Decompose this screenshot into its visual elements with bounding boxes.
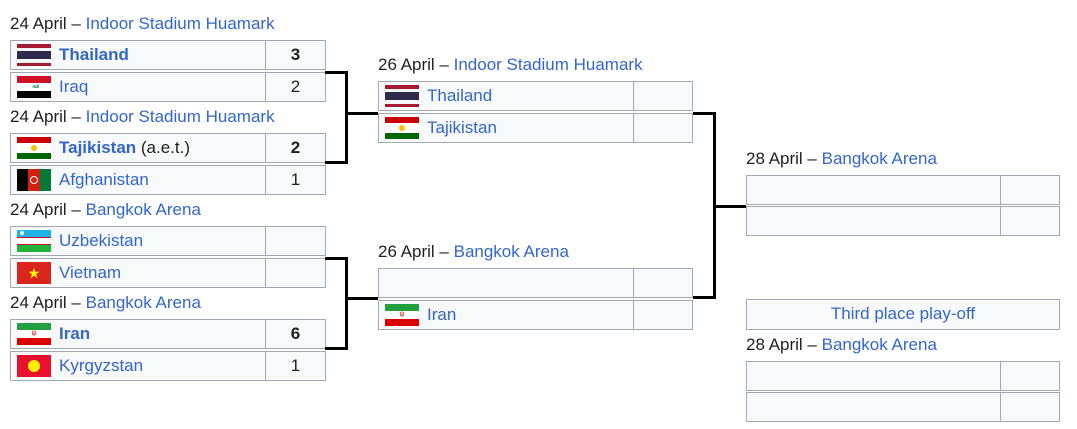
team-name — [746, 361, 1001, 391]
match-header: 24 April – Indoor Stadium Huamark — [10, 14, 275, 33]
venue-link[interactable]: Indoor Stadium Huamark — [85, 14, 275, 33]
bracket-connector — [345, 257, 348, 350]
team-name — [746, 206, 1001, 236]
team-name[interactable]: Tajikistan — [427, 118, 497, 137]
bracket-connector — [325, 161, 347, 164]
bracket-connector — [325, 257, 347, 260]
team-name[interactable]: Afghanistan — [59, 170, 149, 189]
team-note: (a.e.t.) — [140, 138, 191, 157]
team-row: ψ Iran — [378, 300, 693, 330]
team-score: 2 — [266, 72, 326, 102]
venue-link[interactable]: Bangkok Arena — [85, 200, 201, 219]
third-place-title: Third place play-off — [746, 299, 1060, 330]
kyrgyzstan-flag-icon — [17, 355, 51, 377]
vietnam-flag-icon: ★ — [17, 262, 51, 284]
venue-link[interactable]: Bangkok Arena — [821, 335, 937, 354]
team-row: ★ Vietnam — [10, 258, 326, 288]
venue-link[interactable]: Bangkok Arena — [821, 149, 937, 168]
team-score — [266, 226, 326, 256]
match-header: 24 April – Indoor Stadium Huamark — [10, 107, 275, 126]
team-row: Afghanistan 1 — [10, 165, 326, 195]
match-date: 24 April — [10, 107, 67, 126]
team-score — [1001, 206, 1060, 236]
bracket-connector — [345, 112, 378, 115]
bracket-connector — [693, 296, 715, 299]
match-header: 28 April – Bangkok Arena — [746, 149, 937, 168]
team-score — [634, 113, 693, 143]
team-score: 3 — [266, 40, 326, 70]
match-header: 24 April – Bangkok Arena — [10, 293, 201, 312]
match-date: 24 April — [10, 200, 67, 219]
thailand-flag-icon — [385, 85, 419, 107]
team-row — [378, 268, 693, 298]
team-name — [746, 392, 1001, 422]
team-name[interactable]: Vietnam — [59, 263, 122, 282]
match-date: 28 April — [746, 149, 803, 168]
team-name[interactable]: Kyrgyzstan — [59, 356, 144, 375]
team-name[interactable]: Thailand — [59, 45, 129, 64]
team-row — [746, 206, 1060, 236]
team-score: 1 — [266, 351, 326, 381]
match-header: 24 April – Bangkok Arena — [10, 200, 201, 219]
team-row — [746, 392, 1060, 422]
team-score — [1001, 175, 1060, 205]
third-place-link[interactable]: Third place play-off — [830, 304, 976, 323]
match-date: 24 April — [10, 293, 67, 312]
bracket-connector — [693, 112, 715, 115]
bracket-connector — [345, 297, 378, 300]
venue-link[interactable]: Indoor Stadium Huamark — [453, 55, 643, 74]
bracket-connector — [345, 71, 348, 164]
team-row: Kyrgyzstan 1 — [10, 351, 326, 381]
team-row: Thailand — [378, 81, 693, 111]
match-date: 24 April — [10, 14, 67, 33]
venue-link[interactable]: Bangkok Arena — [85, 293, 201, 312]
team-name[interactable]: Iraq — [59, 77, 89, 96]
team-row: Uzbekistan — [10, 226, 326, 256]
match-date: 26 April — [378, 242, 435, 261]
match-header: 28 April – Bangkok Arena — [746, 335, 937, 354]
team-row — [746, 361, 1060, 391]
uzbekistan-flag-icon — [17, 230, 51, 252]
iraq-flag-icon: ﷲ — [17, 76, 51, 98]
venue-link[interactable]: Indoor Stadium Huamark — [85, 107, 275, 126]
tajikistan-flag-icon — [17, 137, 51, 159]
tajikistan-flag-icon — [385, 117, 419, 139]
team-row — [746, 175, 1060, 205]
team-row: Tajikistan (a.e.t.) 2 — [10, 133, 326, 163]
team-score — [634, 268, 693, 298]
team-name[interactable]: Iran — [427, 305, 457, 324]
iran-flag-icon: ψ — [17, 323, 51, 345]
team-score: 2 — [266, 133, 326, 163]
team-row: Thailand 3 — [10, 40, 326, 70]
team-score: 1 — [266, 165, 326, 195]
bracket-connector — [713, 205, 746, 208]
venue-link[interactable]: Bangkok Arena — [453, 242, 569, 261]
team-score — [634, 300, 693, 330]
team-row: Tajikistan — [378, 113, 693, 143]
team-row: ψ Iran 6 — [10, 319, 326, 349]
team-name — [746, 175, 1001, 205]
team-name[interactable]: Tajikistan — [59, 138, 137, 157]
team-name[interactable]: Iran — [59, 324, 91, 343]
team-score — [1001, 392, 1060, 422]
iran-flag-icon: ψ — [385, 304, 419, 326]
match-date: 28 April — [746, 335, 803, 354]
team-score — [634, 81, 693, 111]
team-score — [1001, 361, 1060, 391]
team-row: ﷲ Iraq 2 — [10, 72, 326, 102]
match-header: 26 April – Indoor Stadium Huamark — [378, 55, 643, 74]
team-score: 6 — [266, 319, 326, 349]
bracket-connector — [325, 71, 347, 74]
team-name[interactable]: Uzbekistan — [59, 231, 144, 250]
afghanistan-flag-icon — [17, 169, 51, 191]
bracket-connector — [325, 347, 347, 350]
thailand-flag-icon — [17, 44, 51, 66]
match-date: 26 April — [378, 55, 435, 74]
team-name[interactable]: Thailand — [427, 86, 493, 105]
team-score — [266, 258, 326, 288]
match-header: 26 April – Bangkok Arena — [378, 242, 569, 261]
